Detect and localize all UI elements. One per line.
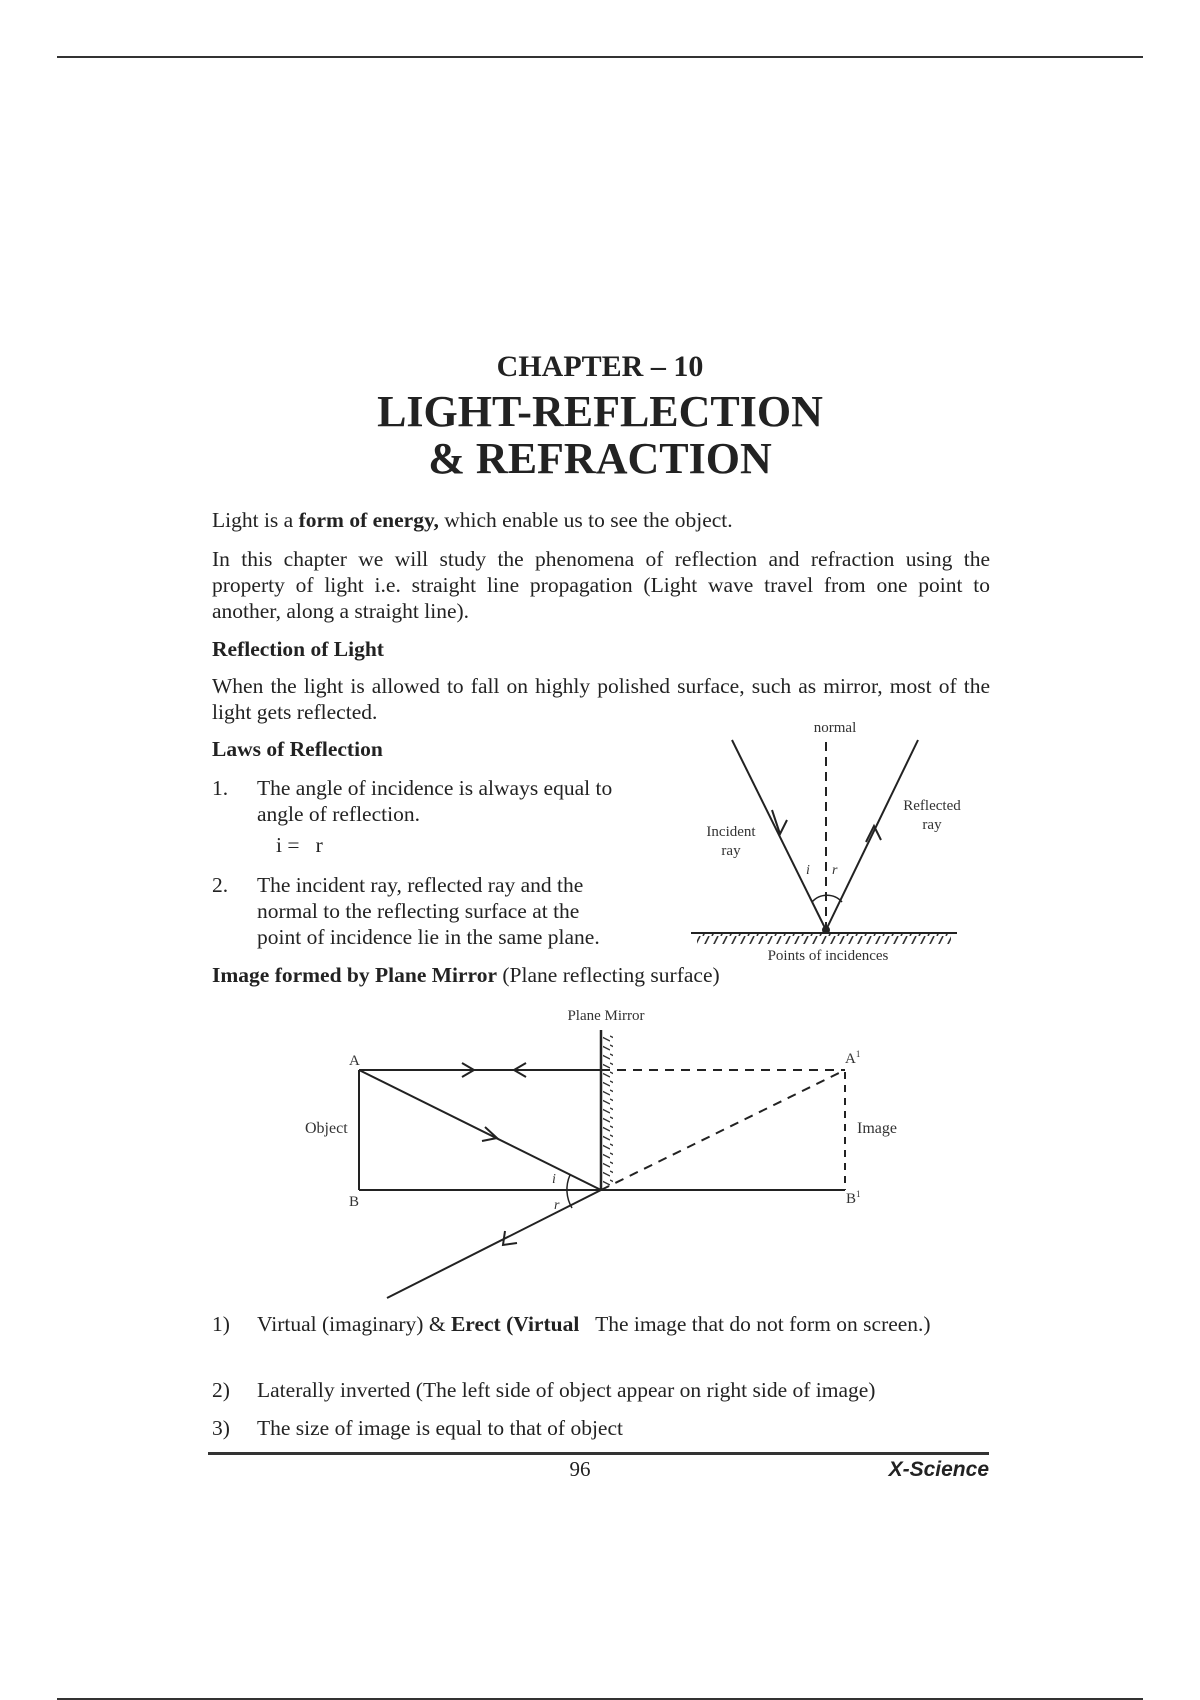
property-2-text: Laterally inverted (The left side of obj… [257, 1378, 876, 1402]
book-title: X-Science [888, 1458, 989, 1481]
property-3-text: The size of image is equal to that of ob… [257, 1416, 623, 1440]
chapter-title-line2: & REFRACTION [428, 434, 772, 483]
angle-arc [811, 894, 843, 903]
law-2-line3: point of incidence lie in the same plane… [257, 925, 600, 949]
law-1-formula: i = r [276, 833, 323, 857]
object-label: Object [305, 1120, 348, 1137]
incident-label-line1: Incident [706, 824, 756, 840]
ray-top-arrow-right-icon [461, 1062, 476, 1078]
intro-paragraph-1: Light is a form of energy, which enable … [212, 508, 733, 532]
mirror-angle-r: r [554, 1198, 560, 1213]
law-1-number: 1. [212, 776, 229, 800]
reflection-angle-r: r [832, 863, 838, 878]
image-label: Image [857, 1120, 897, 1137]
property-3-number: 3) [212, 1416, 230, 1440]
heading-reflection-of-light: Reflection of Light [212, 637, 384, 661]
page-number: 96 [569, 1457, 591, 1481]
reflected-diagonal-arrow-icon [501, 1230, 518, 1247]
point-b-label: B [349, 1194, 359, 1210]
virtual-ray-diagonal [600, 1069, 846, 1191]
reflected-arrow-icon [865, 823, 882, 843]
top-rule [57, 56, 1143, 58]
footer-rule [208, 1452, 989, 1455]
reflected-ray-diagonal [386, 1189, 602, 1299]
reflection-paragraph: When the light is allowed to fall on hig… [212, 674, 990, 724]
plane-mirror-hatch [603, 1035, 613, 1187]
chapter-number: CHAPTER – 10 [496, 350, 704, 383]
chapter-title-line1: LIGHT-REFLECTION [377, 387, 823, 436]
incident-diagonal-arrow-icon [481, 1126, 500, 1142]
reflecting-surface-hatch [697, 934, 951, 944]
incident-ray [731, 739, 827, 931]
law-1-line2: angle of reflection. [257, 802, 420, 826]
reflected-ray [825, 739, 919, 931]
incident-ray-diagonal [358, 1069, 602, 1191]
intro-paragraph-2: In this chapter we will study the phenom… [212, 547, 990, 623]
property-1-text: Virtual (imaginary) & Erect (Virtual The… [257, 1312, 931, 1336]
heading-plane-mirror: Image formed by Plane Mirror (Plane refl… [212, 963, 720, 987]
ray-top-arrow-left-icon [512, 1062, 527, 1078]
law-1-line1: The angle of incidence is always equal t… [257, 776, 613, 800]
point-b1-label: B1 [846, 1189, 861, 1207]
reflected-label-line1: Reflected [903, 798, 961, 814]
plane-mirror-label: Plane Mirror [567, 1008, 644, 1024]
point-a1-label: A1 [845, 1049, 860, 1067]
property-2-number: 2) [212, 1378, 230, 1402]
point-a-label: A [349, 1053, 360, 1069]
surface-label: Points of incidences [768, 948, 889, 964]
reflected-label-line2: ray [922, 817, 942, 833]
incident-arrow-icon [771, 809, 788, 837]
incident-label-line2: ray [721, 843, 741, 859]
law-2-number: 2. [212, 873, 229, 897]
heading-laws-of-reflection: Laws of Reflection [212, 737, 383, 761]
bottom-rule [57, 1698, 1143, 1700]
law-2-line1: The incident ray, reflected ray and the [257, 873, 584, 897]
reflection-angle-i: i [806, 863, 810, 878]
mirror-angle-arc [566, 1174, 573, 1209]
property-1-number: 1) [212, 1312, 230, 1336]
mirror-angle-i: i [552, 1172, 556, 1187]
normal-label: normal [814, 720, 857, 736]
law-2-line2: normal to the reflecting surface at the [257, 899, 580, 923]
